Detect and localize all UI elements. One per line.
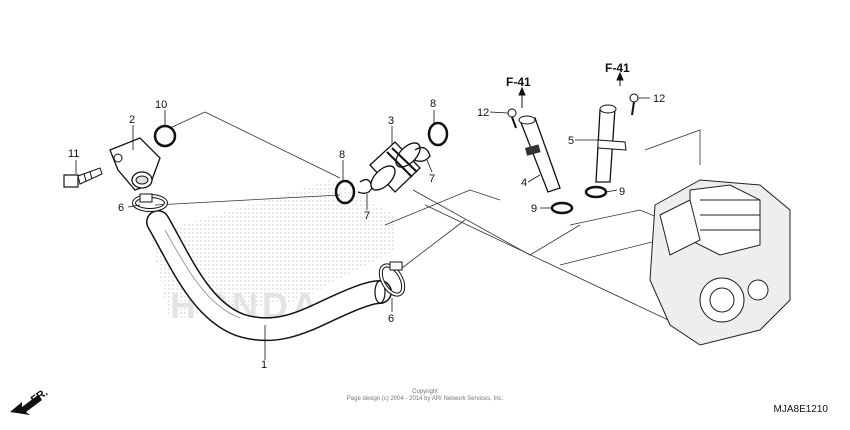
callout-11: 11 (68, 148, 79, 160)
callout-9-right: 9 (619, 186, 625, 198)
callout-12-left: 12 (477, 107, 489, 119)
callout-6-lower: 6 (388, 313, 394, 325)
copyright-title: Copyright (412, 389, 438, 395)
callout-3: 3 (388, 115, 394, 127)
copyright-text: Page design (c) 2004 - 2014 by ARI Netwo… (346, 396, 504, 402)
o-ring-9-right (584, 185, 608, 199)
diagram-code: MJA8E1210 (773, 404, 828, 415)
callout-10: 10 (155, 99, 167, 111)
callout-8-right: 8 (430, 98, 436, 110)
clip-7-left (357, 178, 373, 194)
engine-silhouette (649, 179, 791, 346)
callout-9-left: 9 (531, 203, 537, 215)
reference-label-left: F-41 (506, 75, 531, 89)
callout-6-upper: 6 (118, 202, 124, 214)
callout-7-right: 7 (429, 173, 435, 185)
water-pipe-4 (507, 108, 561, 193)
o-ring-8-left (334, 179, 356, 205)
callout-4: 4 (521, 177, 527, 189)
reference-arrows (518, 71, 624, 108)
water-joint (109, 137, 161, 191)
bolt-11 (63, 167, 103, 188)
water-hose (146, 210, 392, 342)
o-ring-10 (153, 124, 177, 148)
callout-2: 2 (129, 114, 135, 126)
callouts: 2 10 11 6 1 6 8 7 3 8 7 12 4 9 5 9 12 (68, 93, 665, 371)
callout-7-left: 7 (364, 210, 370, 222)
leader-lines (75, 97, 650, 360)
callout-12-right: 12 (653, 93, 665, 105)
callout-5: 5 (568, 135, 574, 147)
o-ring-9-left (550, 201, 574, 215)
guide-lines (154, 111, 701, 336)
o-ring-8-right (427, 121, 449, 147)
hose-clamp-upper (132, 193, 168, 212)
reference-label-right: F-41 (605, 61, 630, 75)
hose-clamp-lower (378, 261, 406, 297)
callout-1: 1 (261, 359, 267, 371)
connector-pipe (369, 141, 421, 193)
callout-8-left: 8 (339, 149, 345, 161)
water-pipe-5 (595, 93, 639, 183)
clip-7-right (413, 146, 431, 162)
